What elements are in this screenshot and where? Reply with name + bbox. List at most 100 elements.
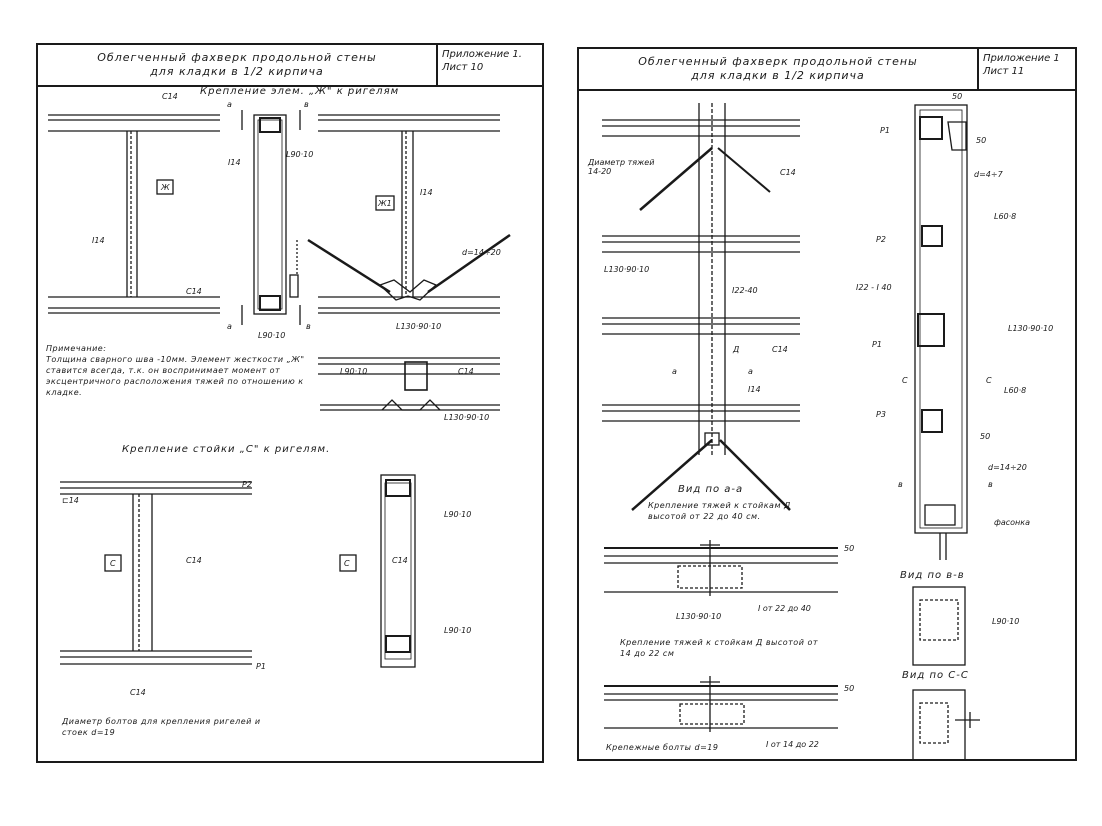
label-l60-8: L60·8 [994,212,1017,221]
label-l60-8b: L60·8 [1004,386,1027,395]
label-c14-detail: С14 [458,367,474,376]
label-p2: Р2 [242,480,252,489]
label-c-mark-1: С [110,559,116,568]
label-a-bottom: а [227,322,232,331]
label-zh1-mark: Ж1 [378,199,392,208]
view-bb [912,586,966,666]
label-c14-left: С14 [186,287,202,296]
label-p3: Р3 [876,410,886,419]
left-title-line1: Облегченный фахверк продольной стены [97,51,377,64]
label-c14-a: С14 [780,168,796,177]
label-b-1: в [898,480,903,489]
label-plate: фасонка [994,518,1030,527]
label-dim-50-b: 50 [980,432,991,441]
label-i14-mid: I14 [228,158,241,167]
label-c14-c: С14 [392,556,408,565]
label-a-top: а [227,100,232,109]
bolt-note: Диаметр болтов для крепления ригелей и с… [62,717,261,737]
label-l90-10-right: L90·10 [992,617,1020,626]
label-c14-flange: ⊏14 [62,496,79,505]
label-d14-20: d=14÷20 [462,248,501,257]
label-dim-50-v: 50 [976,136,987,145]
label-i14-left: I14 [92,236,105,245]
heading-c-attachment: Крепление стойки „С" к ригелям. [122,444,331,455]
label-zh-mark: Ж [161,183,170,192]
label-l90-10-bottom: L90·10 [258,331,286,340]
label-dim-50-c: 50 [844,544,855,553]
heading-view-aa: Вид по а-а [678,484,744,495]
left-appendix: Приложение 1. [442,49,522,60]
label-rod-diameter: Диаметр тяжей 14-20 [588,158,655,176]
label-d4-7: d=4÷7 [974,170,1003,179]
label-c14-b: С14 [772,345,788,354]
label-a-2: а [748,367,753,376]
label-l90-10-c-top: L90·10 [444,510,472,519]
note-title: Примечание: [46,344,107,353]
left-sheet-number: Лист 10 [442,62,484,73]
c-front-view [60,481,252,665]
right-sheet-number: Лист 11 [983,66,1025,77]
note-text: Толщина сварного шва -10мм. Элемент жест… [46,355,305,397]
label-c14-bottom: С14 [130,688,146,697]
label-c-mark-2: С [344,559,350,568]
label-d-mark: Д [733,345,740,354]
label-c-2: С [986,376,992,385]
left-appendix-box: Приложение 1. Лист 10 [436,45,542,85]
view-aa-upper [604,540,838,596]
label-l90-10-top: L90·10 [286,150,314,159]
label-l90-10-detail: L90·10 [340,367,368,376]
c-side-view [339,474,416,668]
label-i22-i40: I22 - I 40 [856,283,892,292]
heading-zh-attachment: Крепление элем. „Ж" к ригелям [200,86,400,97]
left-title-line2: для кладки в 1/2 кирпича [150,65,324,78]
label-c14-column: С14 [186,556,202,565]
right-sheet: Облегченный фахверк продольной стены для… [577,47,1077,761]
view-cc [912,689,980,761]
label-i14-right: I14 [420,188,433,197]
caption-rods-22-40: Крепление тяжей к стойкам Д высотой от 2… [648,501,791,521]
label-p1: Р1 [256,662,266,671]
left-title-block: Облегченный фахверк продольной стены для… [38,45,542,87]
label-b-top: в [304,100,309,109]
label-b-2: в [988,480,993,489]
label-c14-top: С14 [162,92,178,101]
label-b-bottom: в [306,322,311,331]
label-c-1: С [902,376,908,385]
label-a-1: а [672,367,677,376]
right-title-line1: Облегченный фахверк продольной стены [638,55,918,68]
heading-view-cc: Вид по С-С [902,670,969,681]
label-l130-90-10: L130·90·10 [396,322,442,331]
column-elevation [914,104,968,560]
left-sheet: Облегченный фахверк продольной стены для… [36,43,544,763]
label-d14-20-right: d=14÷20 [988,463,1027,472]
zh-section-view [241,110,301,325]
right-title-line2: для кладки в 1/2 кирпича [691,69,865,82]
label-i14: I14 [748,385,761,394]
caption-rods-14-22: Крепление тяжей к стойкам Д высотой от 1… [620,638,818,658]
label-dim-50: 50 [952,92,963,101]
zh-front-view [48,114,220,314]
label-i22-40: I22-40 [732,286,758,295]
label-i-22-40: I от 22 до 40 [758,604,811,613]
zh1-view [307,114,511,314]
label-dim-50-d: 50 [844,684,855,693]
label-i-14-22: I от 14 до 22 [766,740,819,749]
label-p1b: Р1 [872,340,882,349]
right-title-block: Облегченный фахверк продольной стены для… [579,49,1075,91]
note-block: Примечание: Толщина сварного шва -10мм. … [46,343,316,398]
left-title: Облегченный фахверк продольной стены для… [38,51,436,79]
label-p1-right: Р1 [880,126,890,135]
right-appendix: Приложение 1 [983,53,1060,64]
label-l130-90-10: L130·90·10 [604,265,650,274]
d-column-view [602,103,800,511]
view-aa-lower [604,676,838,732]
label-fastening-bolts: Крепежные болты d=19 [606,743,719,752]
heading-view-bb: Вид по в-в [900,570,965,581]
label-l130-90-10-b: L130·90·10 [676,612,722,621]
label-l130-90-10-right: L130·90·10 [1008,324,1054,333]
right-appendix-box: Приложение 1 Лист 11 [977,49,1075,89]
label-l130-90-10-detail: L130·90·10 [444,413,490,422]
right-title: Облегченный фахверк продольной стены для… [579,55,977,83]
label-l90-10-c-bottom: L90·10 [444,626,472,635]
